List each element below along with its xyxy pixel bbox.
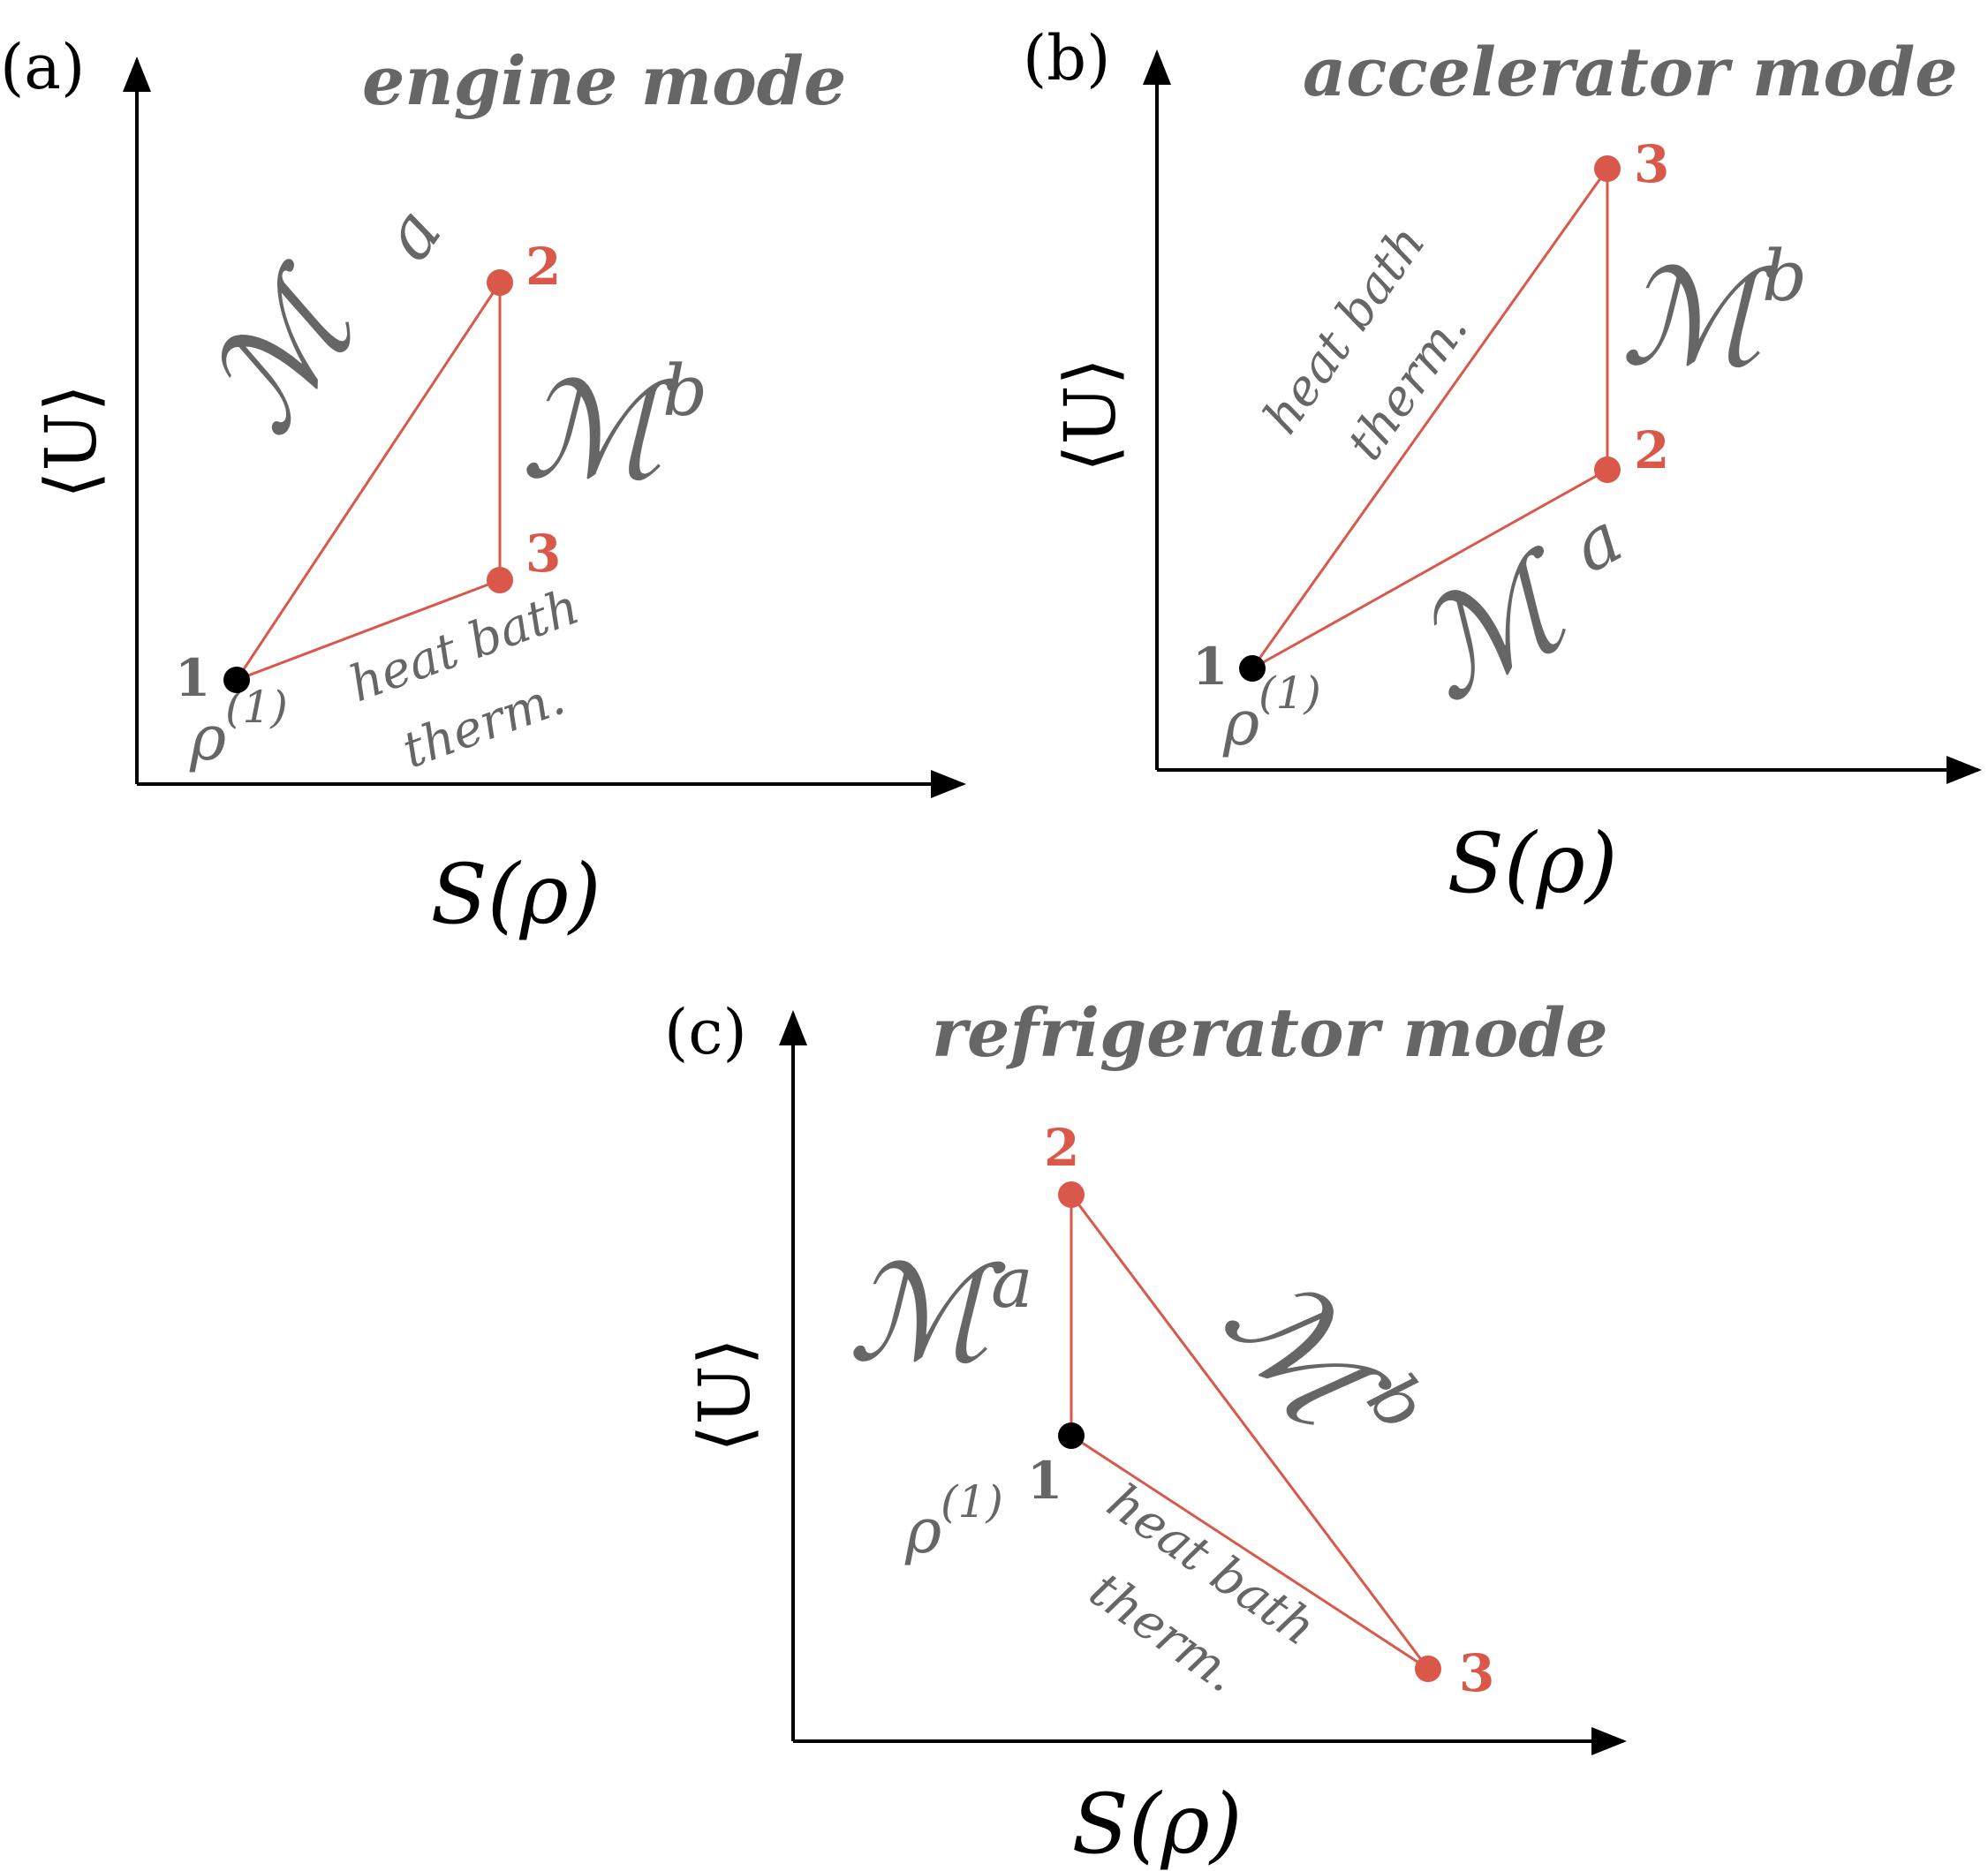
panel-a-title: engine mode bbox=[362, 41, 846, 120]
panel-c: (c) refrigerator mode ⟨U⟩ S(ρ) ℳ a ℳ b h… bbox=[664, 993, 1627, 1871]
panel-b-map-b: ℳ b bbox=[1621, 235, 1807, 396]
panel-c-point-2 bbox=[1058, 1181, 1085, 1208]
panel-c-point-3 bbox=[1415, 1656, 1441, 1682]
panel-b-map-b-sup: b bbox=[1762, 235, 1807, 317]
panel-b-map-a: ℳ a bbox=[1390, 496, 1635, 732]
panel-b-title: accelerator mode bbox=[1303, 33, 1958, 111]
panel-a-map-a-sup: a bbox=[366, 192, 457, 274]
panel-b-y-axis-label: ⟨U⟩ bbox=[1049, 358, 1131, 472]
panel-b-map-a-symbol: ℳ bbox=[1390, 523, 1602, 733]
panel-a-edge-1-2 bbox=[235, 282, 502, 681]
panel-a-point-1 bbox=[223, 667, 250, 693]
panel-a-point-1-label: 1 bbox=[175, 648, 210, 708]
panel-a-point-2-label: 2 bbox=[525, 237, 561, 297]
panel-c-map-b: ℳ b bbox=[1194, 1247, 1444, 1466]
panel-b-point-1-label: 1 bbox=[1192, 637, 1228, 697]
panel-b-initial-state: ρ (1) bbox=[1222, 668, 1321, 759]
panel-b-map-a-sup: a bbox=[1559, 496, 1635, 589]
panel-b-rho: ρ bbox=[1222, 687, 1259, 759]
panel-a-y-axis-label: ⟨U⟩ bbox=[30, 384, 112, 499]
panel-a-map-b-symbol: ℳ bbox=[521, 355, 679, 509]
panel-a-point-2 bbox=[487, 269, 513, 296]
panel-c-rho-sup: (1) bbox=[941, 1476, 1003, 1528]
panel-c-y-axis-label: ⟨U⟩ bbox=[684, 1338, 766, 1452]
panel-b-point-3 bbox=[1594, 155, 1621, 182]
panel-c-point-1 bbox=[1058, 1422, 1085, 1449]
panel-c-point-2-label: 2 bbox=[1044, 1118, 1079, 1178]
panel-a-x-axis-label: S(ρ) bbox=[430, 847, 601, 943]
panel-a-map-b-sup: b bbox=[662, 350, 707, 432]
panel-a-point-3-label: 3 bbox=[525, 524, 561, 584]
panel-c-edge-3-1 bbox=[1070, 1434, 1429, 1671]
panel-c-map-a-symbol: ℳ bbox=[848, 1238, 1006, 1392]
panel-b: (b) accelerator mode ⟨U⟩ S(ρ) heat bath … bbox=[1023, 22, 1982, 912]
panel-c-point-1-label: 1 bbox=[1027, 1451, 1062, 1511]
panel-c-x-axis-label: S(ρ) bbox=[1071, 1777, 1242, 1871]
panel-b-x-axis-label: S(ρ) bbox=[1447, 816, 1617, 912]
panel-a: (a) engine mode ⟨U⟩ S(ρ) ℳ a ℳ b heat ba… bbox=[0, 31, 966, 943]
panel-a-point-3 bbox=[487, 567, 513, 593]
panel-c-map-a: ℳ a bbox=[848, 1238, 1033, 1392]
panel-a-map-a: ℳ a bbox=[178, 192, 457, 460]
panel-a-label: (a) bbox=[0, 31, 85, 103]
panel-c-point-3-label: 3 bbox=[1459, 1643, 1494, 1703]
panel-a-rho: ρ bbox=[189, 702, 226, 774]
panel-a-edge-3-1 bbox=[236, 578, 501, 682]
panel-c-title: refrigerator mode bbox=[932, 993, 1608, 1072]
panel-b-map-b-symbol: ℳ bbox=[1621, 242, 1779, 396]
panel-b-edge-1-3 bbox=[1251, 168, 1609, 669]
panel-c-rho: ρ bbox=[904, 1495, 941, 1567]
panel-a-initial-state: ρ (1) bbox=[189, 682, 288, 774]
panel-b-point-1 bbox=[1239, 655, 1266, 682]
panel-c-edge-2-3 bbox=[1070, 1194, 1430, 1670]
panel-b-rho-sup: (1) bbox=[1259, 668, 1321, 719]
panel-b-label: (b) bbox=[1023, 22, 1110, 94]
panel-c-initial-state: ρ (1) bbox=[904, 1476, 1003, 1567]
panel-c-map-a-sup: a bbox=[991, 1241, 1033, 1324]
panel-c-label: (c) bbox=[664, 996, 747, 1068]
panel-b-edge-2-1 bbox=[1251, 468, 1608, 670]
panel-a-map-b: ℳ b bbox=[521, 350, 707, 509]
panel-b-point-3-label: 3 bbox=[1634, 134, 1669, 194]
panel-b-point-2-label: 2 bbox=[1634, 420, 1669, 480]
panel-a-map-a-symbol: ℳ bbox=[178, 243, 394, 460]
panel-b-point-2 bbox=[1594, 456, 1621, 483]
